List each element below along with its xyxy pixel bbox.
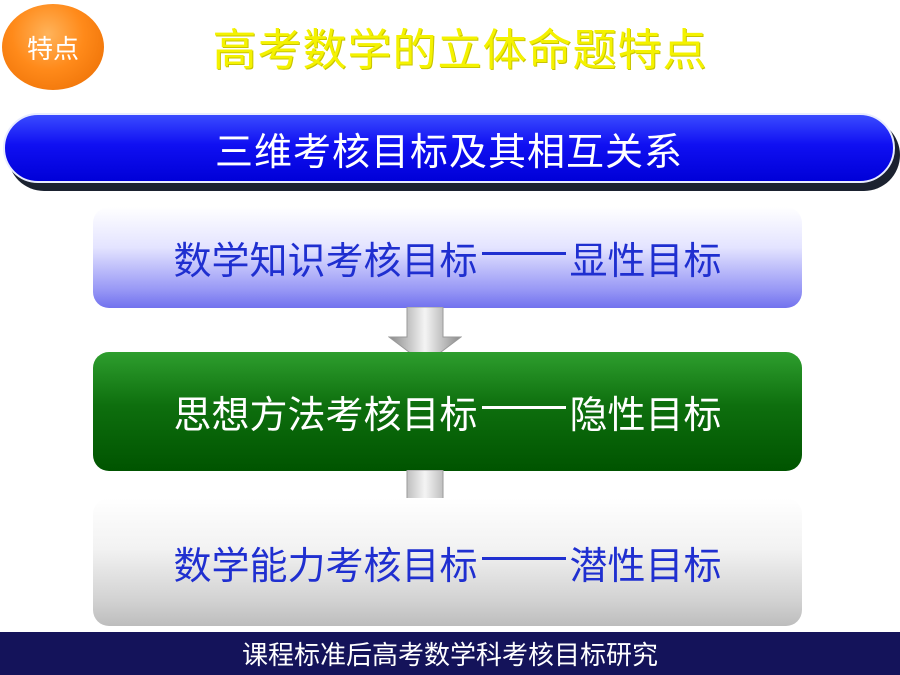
- level-right-text: 显性目标: [569, 239, 722, 283]
- level-left-text: 数学能力考核目标: [173, 543, 478, 588]
- level-right-text: 潜性目标: [569, 543, 722, 588]
- feature-badge-label: 特点: [26, 34, 79, 65]
- feature-badge: 特点: [2, 4, 104, 90]
- down-arrow-icon: [388, 307, 462, 365]
- dash-separator: [481, 252, 566, 255]
- level-right-text: 隐性目标: [569, 393, 722, 437]
- dash-separator: [481, 406, 566, 409]
- level-box-knowledge: 数学知识考核目标 显性目标: [93, 207, 802, 308]
- section-banner-label: 三维考核目标及其相互关系: [214, 129, 683, 174]
- level-left-text: 数学知识考核目标: [173, 239, 478, 283]
- dash-separator: [481, 556, 566, 560]
- level-box-ability: 数学能力考核目标 潜性目标: [93, 498, 802, 626]
- page-title: 高考数学的立体命题特点: [212, 25, 708, 76]
- level-left-text: 思想方法考核目标: [173, 393, 478, 437]
- footer-bar: 课程标准后高考数学科考核目标研究: [0, 632, 900, 675]
- footer-text: 课程标准后高考数学科考核目标研究: [241, 641, 658, 671]
- section-banner: 三维考核目标及其相互关系: [3, 113, 895, 183]
- level-box-method: 思想方法考核目标 隐性目标: [93, 352, 802, 471]
